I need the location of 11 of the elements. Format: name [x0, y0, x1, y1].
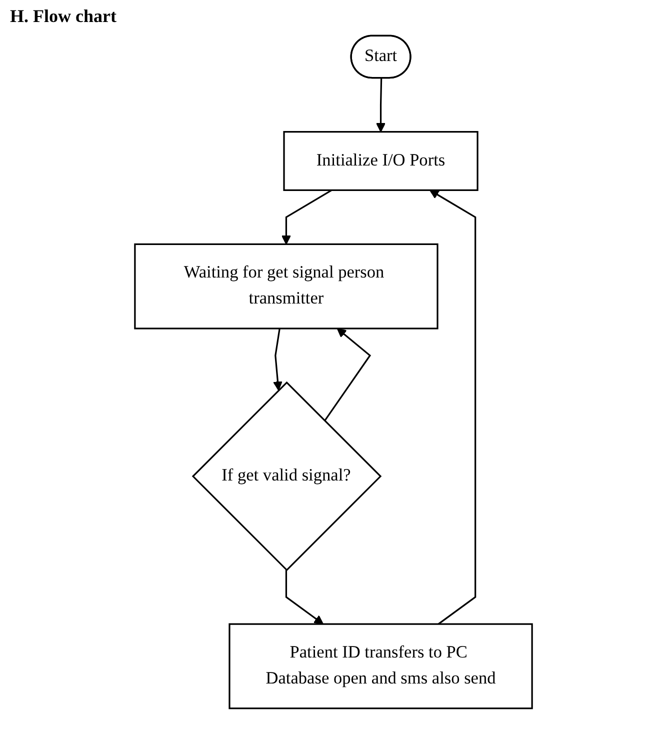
diagram-title: H. Flow chart: [10, 6, 118, 27]
node-diamond: If get valid signal?: [192, 381, 382, 572]
node-box: Waiting for get signal person transmitter: [134, 243, 438, 330]
arrow: [273, 328, 282, 391]
node-box: Initialize I/O Ports: [283, 131, 478, 191]
arrow: [429, 190, 476, 625]
arrow: [376, 78, 386, 132]
arrow: [285, 570, 324, 624]
arrow: [324, 328, 372, 422]
node-box: Patient ID transfers to PC Database open and sms also send: [228, 623, 533, 710]
arrow: [281, 189, 332, 245]
